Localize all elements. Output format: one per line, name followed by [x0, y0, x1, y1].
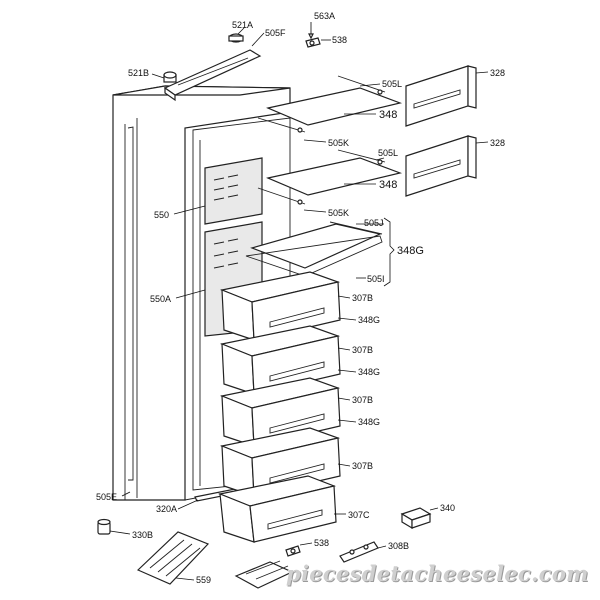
label-538-bottom: 538: [314, 538, 329, 548]
foot-330b: [97, 518, 111, 535]
label-521b: 521B: [128, 68, 149, 78]
ice-cube-tray: [234, 560, 294, 589]
label-348g-1: 348G: [397, 245, 424, 257]
label-550a: 550A: [150, 294, 171, 304]
hinge-cap-521a: [228, 33, 244, 43]
block-340: [400, 507, 432, 530]
label-505l-1: 505L: [382, 79, 402, 89]
label-307b-4: 307B: [352, 461, 373, 471]
label-550: 550: [154, 210, 169, 220]
hinge-cap-521b: [163, 71, 177, 83]
leader-lines: [109, 27, 489, 581]
label-505f: 505F: [265, 28, 286, 38]
part-labels: 521A 505F 563A 538 521B 505L 328 348 505…: [96, 11, 505, 585]
drawer-307b-3: [219, 377, 341, 447]
label-348-upper: 348: [379, 109, 397, 121]
label-307b-1: 307B: [352, 293, 373, 303]
label-328-upper: 328: [490, 68, 505, 78]
label-505e: 505E: [96, 492, 117, 502]
label-559: 559: [196, 575, 211, 585]
screw-563a: [308, 22, 314, 40]
label-505k-1: 505K: [328, 138, 349, 148]
watermark-logo: piecesdetacheeselec.com: [286, 561, 589, 586]
label-330b: 330B: [132, 530, 153, 540]
label-348g-2: 348G: [358, 315, 380, 325]
hinge-538-top: [305, 37, 321, 48]
label-348-middle: 348: [379, 179, 397, 191]
label-328-lower: 328: [490, 138, 505, 148]
hinge-538-bottom: [285, 545, 301, 557]
bracket-308b: [339, 541, 379, 563]
drawer-307b-2: [219, 325, 341, 395]
label-308b: 308B: [388, 541, 409, 551]
label-521a: 521A: [232, 20, 253, 30]
label-505i: 505I: [367, 274, 385, 284]
label-348g-3: 348G: [358, 367, 380, 377]
drawer-flap-328-lower: [405, 135, 477, 197]
label-505l-2: 505L: [378, 148, 398, 158]
shelf-348-upper: [257, 75, 403, 133]
label-505j: 505J: [364, 218, 384, 228]
label-505k-2: 505K: [328, 208, 349, 218]
ice-tray-559: [136, 531, 210, 585]
label-307b-3: 307B: [352, 395, 373, 405]
label-320a: 320A: [156, 504, 177, 514]
label-340: 340: [440, 503, 455, 513]
label-538-top: 538: [332, 35, 347, 45]
label-307c: 307C: [348, 510, 370, 520]
drawer-307b-1: [219, 271, 341, 341]
shelf-348-middle: [257, 149, 403, 205]
shelf-348g-lower: [245, 221, 383, 277]
evaporator-panel-550: [204, 157, 263, 225]
label-307b-2: 307B: [352, 345, 373, 355]
label-348g-4: 348G: [358, 417, 380, 427]
top-cover-505f: [163, 49, 262, 102]
label-563a: 563A: [314, 11, 335, 21]
drawer-flap-328-upper: [405, 65, 477, 127]
drawer-307c: [217, 475, 337, 543]
